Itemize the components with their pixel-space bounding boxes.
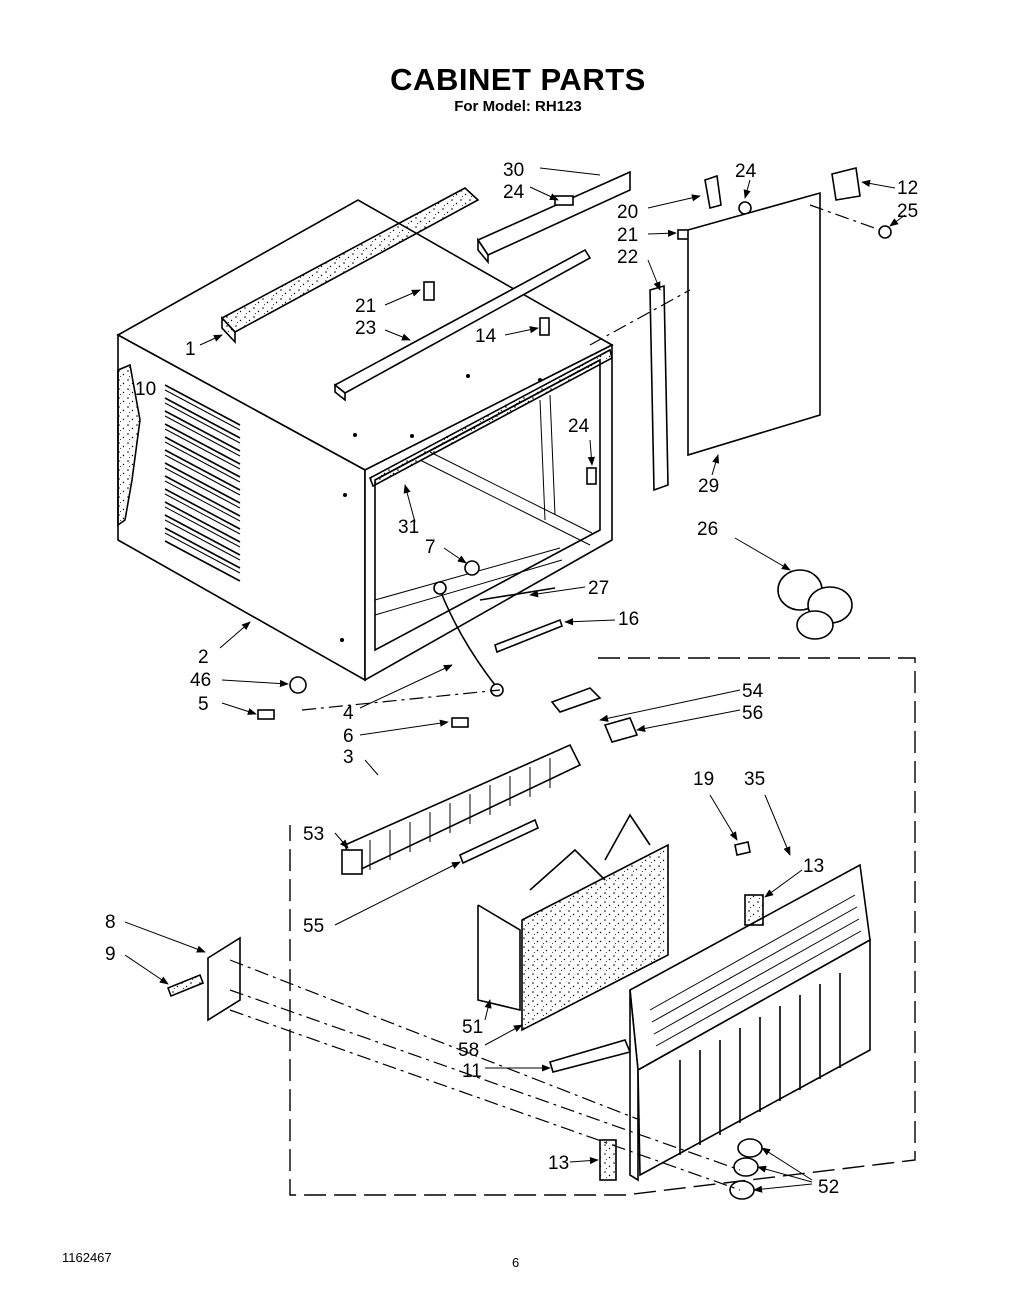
callout-30: 30 bbox=[503, 160, 524, 181]
callout-8: 8 bbox=[105, 912, 116, 933]
foam-strip bbox=[220, 187, 480, 345]
knob-54 bbox=[550, 687, 602, 713]
callout-14: 14 bbox=[475, 326, 497, 347]
callout-53: 53 bbox=[303, 824, 324, 845]
block-13 bbox=[599, 1139, 617, 1181]
side-panel bbox=[687, 191, 821, 457]
top-bracket bbox=[476, 170, 631, 265]
rod-16 bbox=[494, 618, 563, 654]
callout-24: 24 bbox=[735, 161, 757, 182]
callout-54: 54 bbox=[742, 681, 764, 702]
callout-12: 12 bbox=[897, 178, 918, 199]
callout-24: 24 bbox=[568, 416, 590, 437]
callout-20: 20 bbox=[617, 202, 638, 223]
sensing-bulb bbox=[458, 818, 540, 865]
callout-21: 21 bbox=[355, 296, 376, 317]
callout-1: 1 bbox=[185, 339, 196, 360]
callout-labels: 30 24 20 21 22 24 12 25 21 23 1 14 10 24… bbox=[105, 160, 918, 1198]
mounting-plate bbox=[207, 936, 241, 1022]
front-rail bbox=[369, 348, 613, 488]
callout-10: 10 bbox=[135, 379, 156, 400]
front-knobs bbox=[729, 1138, 763, 1200]
callout-22: 22 bbox=[617, 247, 638, 268]
callout-11: 11 bbox=[462, 1061, 482, 1082]
callout-35: 35 bbox=[744, 769, 765, 790]
air-filter bbox=[521, 843, 669, 1032]
connector-lines bbox=[229, 204, 881, 1191]
callout-51: 51 bbox=[462, 1017, 483, 1038]
side-strip bbox=[649, 284, 669, 492]
clip-19 bbox=[734, 841, 751, 856]
handle-strip bbox=[549, 1039, 632, 1073]
callout-58: 58 bbox=[458, 1040, 479, 1061]
callout-52: 52 bbox=[818, 1177, 839, 1198]
callout-25: 25 bbox=[897, 201, 918, 222]
plug-9 bbox=[166, 973, 205, 998]
callout-16: 16 bbox=[618, 609, 639, 630]
callout-13: 13 bbox=[803, 856, 824, 877]
ground-strap bbox=[439, 589, 496, 686]
screws bbox=[257, 195, 892, 728]
callout-56: 56 bbox=[742, 703, 763, 724]
callout-3: 3 bbox=[343, 747, 354, 768]
callout-21: 21 bbox=[617, 225, 638, 246]
callout-24: 24 bbox=[503, 182, 525, 203]
callout-46: 46 bbox=[190, 670, 211, 691]
callout-29: 29 bbox=[698, 476, 719, 497]
cabinet-shell bbox=[116, 199, 614, 682]
callout-19: 19 bbox=[693, 769, 714, 790]
channel-strip bbox=[333, 248, 592, 402]
front-grille bbox=[629, 863, 871, 1182]
capacitor-bracket bbox=[777, 569, 853, 640]
knob-56 bbox=[603, 717, 639, 743]
callout-2: 2 bbox=[198, 647, 209, 668]
filter-frame bbox=[477, 813, 651, 1012]
callout-7: 7 bbox=[425, 537, 436, 558]
side-louvers bbox=[164, 384, 241, 582]
callout-6: 6 bbox=[343, 726, 354, 747]
front-assembly-outline bbox=[289, 657, 916, 1196]
callout-5: 5 bbox=[198, 694, 209, 715]
callout-23: 23 bbox=[355, 318, 376, 339]
callout-26: 26 bbox=[697, 519, 718, 540]
document-number: 1162467 bbox=[62, 1250, 112, 1265]
callout-27: 27 bbox=[588, 578, 609, 599]
rod-27 bbox=[479, 587, 556, 601]
page-number: 6 bbox=[512, 1255, 520, 1270]
clip-bracket bbox=[704, 174, 722, 210]
callout-55: 55 bbox=[303, 916, 324, 937]
page-title: CABINET PARTS bbox=[390, 62, 646, 97]
control-bar bbox=[341, 743, 582, 875]
block-part bbox=[831, 167, 861, 201]
model-subtitle: For Model: RH123 bbox=[454, 98, 582, 115]
callout-31: 31 bbox=[398, 517, 419, 538]
callout-9: 9 bbox=[105, 944, 116, 965]
callout-leaders bbox=[124, 167, 906, 1193]
callout-4: 4 bbox=[343, 703, 354, 724]
callout-13: 13 bbox=[548, 1153, 569, 1174]
